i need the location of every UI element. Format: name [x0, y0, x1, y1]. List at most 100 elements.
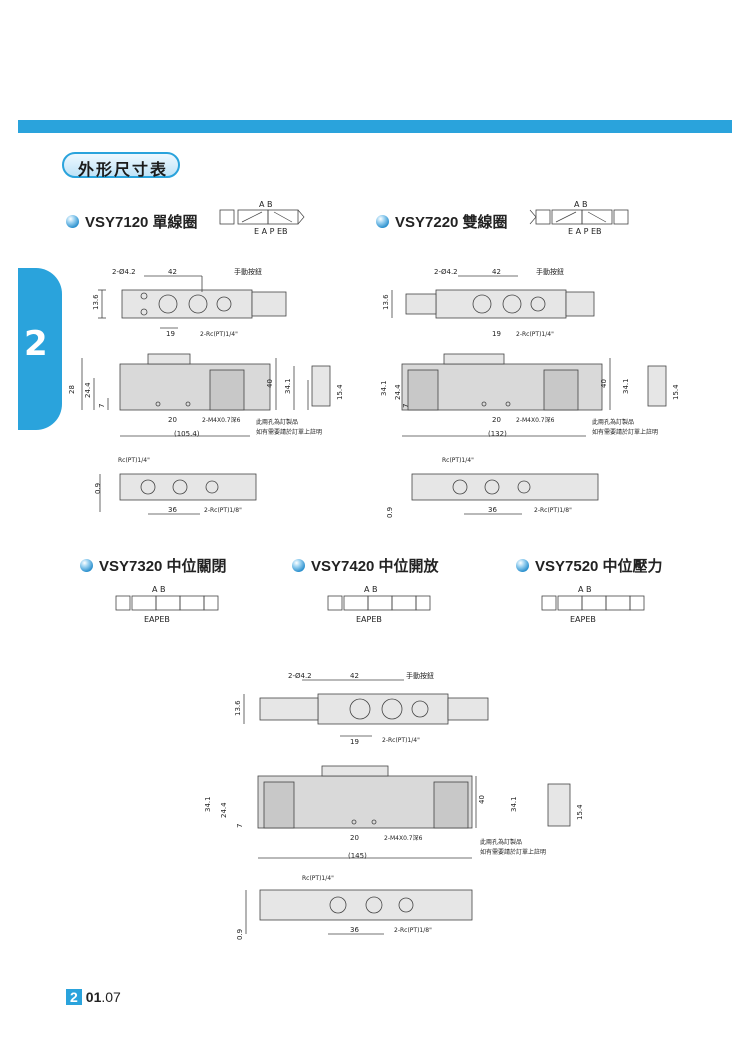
svg-text:0.9: 0.9 — [236, 929, 244, 940]
port-label-bottom: EAPEB — [356, 615, 382, 624]
port-label-bottom: E A P EB — [568, 227, 602, 236]
svg-text:2-Rc(PT)1/8": 2-Rc(PT)1/8" — [204, 507, 242, 514]
svg-text:7: 7 — [402, 404, 410, 408]
svg-text:36: 36 — [488, 506, 497, 514]
svg-text:0.9: 0.9 — [386, 507, 394, 518]
svg-text:24.4: 24.4 — [394, 384, 402, 400]
valve-symbol-vsy7120: A B E A P EB — [219, 200, 305, 236]
svg-text:如有需要請於訂單上註明: 如有需要請於訂單上註明 — [256, 428, 322, 436]
dimension-drawing-vsy7120: 2-Ø4.2 42 手動按鈕 13.6 19 2-Rc(PT)1/4" 28 2… — [68, 267, 344, 515]
svg-text:手動按鈕: 手動按鈕 — [536, 267, 564, 276]
model-heading-vsy7120: VSY7120 單線圈 — [66, 211, 198, 232]
svg-text:Rc(PT)1/4": Rc(PT)1/4" — [302, 875, 334, 882]
svg-text:42: 42 — [350, 672, 359, 680]
svg-text:40: 40 — [478, 795, 486, 804]
svg-text:15.4: 15.4 — [336, 384, 344, 400]
svg-text:2-M4X0.7深6: 2-M4X0.7深6 — [384, 834, 423, 842]
svg-text:手動按鈕: 手動按鈕 — [406, 671, 434, 680]
svg-text:(145): (145) — [348, 852, 367, 860]
section-title: 外形尺寸表 — [78, 160, 169, 179]
chapter-tab-number: 2 — [24, 324, 48, 364]
valve-symbol-vsy7520: A B EAPEB — [541, 585, 645, 624]
svg-text:此兩孔為訂製品: 此兩孔為訂製品 — [256, 418, 298, 426]
svg-text:2-Rc(PT)1/4": 2-Rc(PT)1/4" — [382, 737, 420, 744]
svg-text:20: 20 — [168, 416, 177, 424]
port-label-bottom: EAPEB — [144, 615, 170, 624]
svg-text:15.4: 15.4 — [576, 804, 584, 820]
svg-text:0.9: 0.9 — [94, 483, 102, 494]
svg-text:20: 20 — [492, 416, 501, 424]
svg-text:34.1: 34.1 — [284, 378, 292, 394]
bullet-icon — [292, 559, 305, 572]
dimension-drawing-vsy7220: 2-Ø4.2 42 手動按鈕 13.6 19 2-Rc(PT)1/4" 34.1… — [380, 267, 680, 518]
svg-text:如有需要請於訂單上註明: 如有需要請於訂單上註明 — [480, 848, 546, 856]
svg-text:如有需要請於訂單上註明: 如有需要請於訂單上註明 — [592, 428, 658, 436]
bullet-icon — [66, 215, 79, 228]
svg-text:13.6: 13.6 — [92, 294, 100, 310]
svg-text:此兩孔為訂製品: 此兩孔為訂製品 — [592, 418, 634, 426]
svg-text:2-Rc(PT)1/4": 2-Rc(PT)1/4" — [516, 331, 554, 338]
port-label-bottom: EAPEB — [570, 615, 596, 624]
chapter-tab: 2 — [18, 268, 62, 430]
page-number-suffix: .07 — [101, 989, 121, 1005]
svg-text:42: 42 — [168, 268, 177, 276]
svg-text:2-Rc(PT)1/4": 2-Rc(PT)1/4" — [200, 331, 238, 338]
header-bar — [18, 120, 732, 133]
section-title-pill: 外形尺寸表 — [62, 152, 180, 179]
svg-text:2-Ø4.2: 2-Ø4.2 — [288, 672, 312, 680]
svg-text:36: 36 — [350, 926, 359, 934]
svg-text:15.4: 15.4 — [672, 384, 680, 400]
svg-text:19: 19 — [492, 330, 501, 338]
port-label-top: A B — [152, 585, 166, 594]
svg-text:13.6: 13.6 — [234, 700, 242, 716]
svg-text:(132): (132) — [488, 430, 507, 438]
svg-text:13.6: 13.6 — [382, 294, 390, 310]
port-label-top: A B — [259, 200, 273, 209]
port-label-bottom: E A P EB — [254, 227, 288, 236]
svg-text:2-Ø4.2: 2-Ø4.2 — [434, 268, 458, 276]
model-heading-vsy7320: VSY7320 中位關閉 — [80, 555, 227, 576]
page-number-main: 01 — [85, 989, 102, 1005]
svg-text:34.1: 34.1 — [380, 380, 388, 396]
svg-text:Rc(PT)1/4": Rc(PT)1/4" — [118, 457, 150, 464]
model-heading-vsy7420: VSY7420 中位開放 — [292, 555, 439, 576]
svg-text:2-Rc(PT)1/8": 2-Rc(PT)1/8" — [534, 507, 572, 514]
model-heading-vsy7220: VSY7220 雙線圈 — [376, 211, 508, 232]
svg-text:19: 19 — [166, 330, 175, 338]
valve-symbol-vsy7420: A B EAPEB — [327, 585, 431, 624]
bullet-icon — [80, 559, 93, 572]
svg-text:34.1: 34.1 — [510, 796, 518, 812]
svg-text:34.1: 34.1 — [204, 796, 212, 812]
svg-text:34.1: 34.1 — [622, 378, 630, 394]
bullet-icon — [516, 559, 529, 572]
svg-text:2-M4X0.7深6: 2-M4X0.7深6 — [516, 416, 555, 424]
svg-text:24.4: 24.4 — [84, 382, 92, 398]
dimension-drawing-vsy7320: 2-Ø4.2 42 手動按鈕 13.6 19 2-Rc(PT)1/4" 34.1… — [204, 671, 584, 940]
svg-text:19: 19 — [350, 738, 359, 746]
svg-text:2-Rc(PT)1/8": 2-Rc(PT)1/8" — [394, 927, 432, 934]
valve-symbol-vsy7320: A B EAPEB — [115, 585, 219, 624]
svg-text:20: 20 — [350, 834, 359, 842]
svg-text:28: 28 — [68, 385, 76, 394]
svg-text:42: 42 — [492, 268, 501, 276]
valve-symbol-vsy7220: A B E A P EB — [529, 200, 629, 236]
bullet-icon — [376, 215, 389, 228]
svg-text:Rc(PT)1/4": Rc(PT)1/4" — [442, 457, 474, 464]
svg-text:40: 40 — [266, 379, 274, 388]
svg-text:2-Ø4.2: 2-Ø4.2 — [112, 268, 136, 276]
svg-text:36: 36 — [168, 506, 177, 514]
svg-text:7: 7 — [236, 824, 244, 828]
page-chapter-box: 2 — [66, 989, 82, 1005]
svg-text:(105.4): (105.4) — [174, 430, 200, 438]
svg-text:40: 40 — [600, 379, 608, 388]
port-label-top: A B — [574, 200, 588, 209]
svg-text:此兩孔為訂製品: 此兩孔為訂製品 — [480, 838, 522, 846]
svg-text:2-M4X0.7深6: 2-M4X0.7深6 — [202, 416, 241, 424]
svg-text:7: 7 — [98, 404, 106, 408]
svg-text:手動按鈕: 手動按鈕 — [234, 267, 262, 276]
port-label-top: A B — [364, 585, 378, 594]
svg-text:24.4: 24.4 — [220, 802, 228, 818]
port-label-top: A B — [578, 585, 592, 594]
model-heading-vsy7520: VSY7520 中位壓力 — [516, 555, 663, 576]
